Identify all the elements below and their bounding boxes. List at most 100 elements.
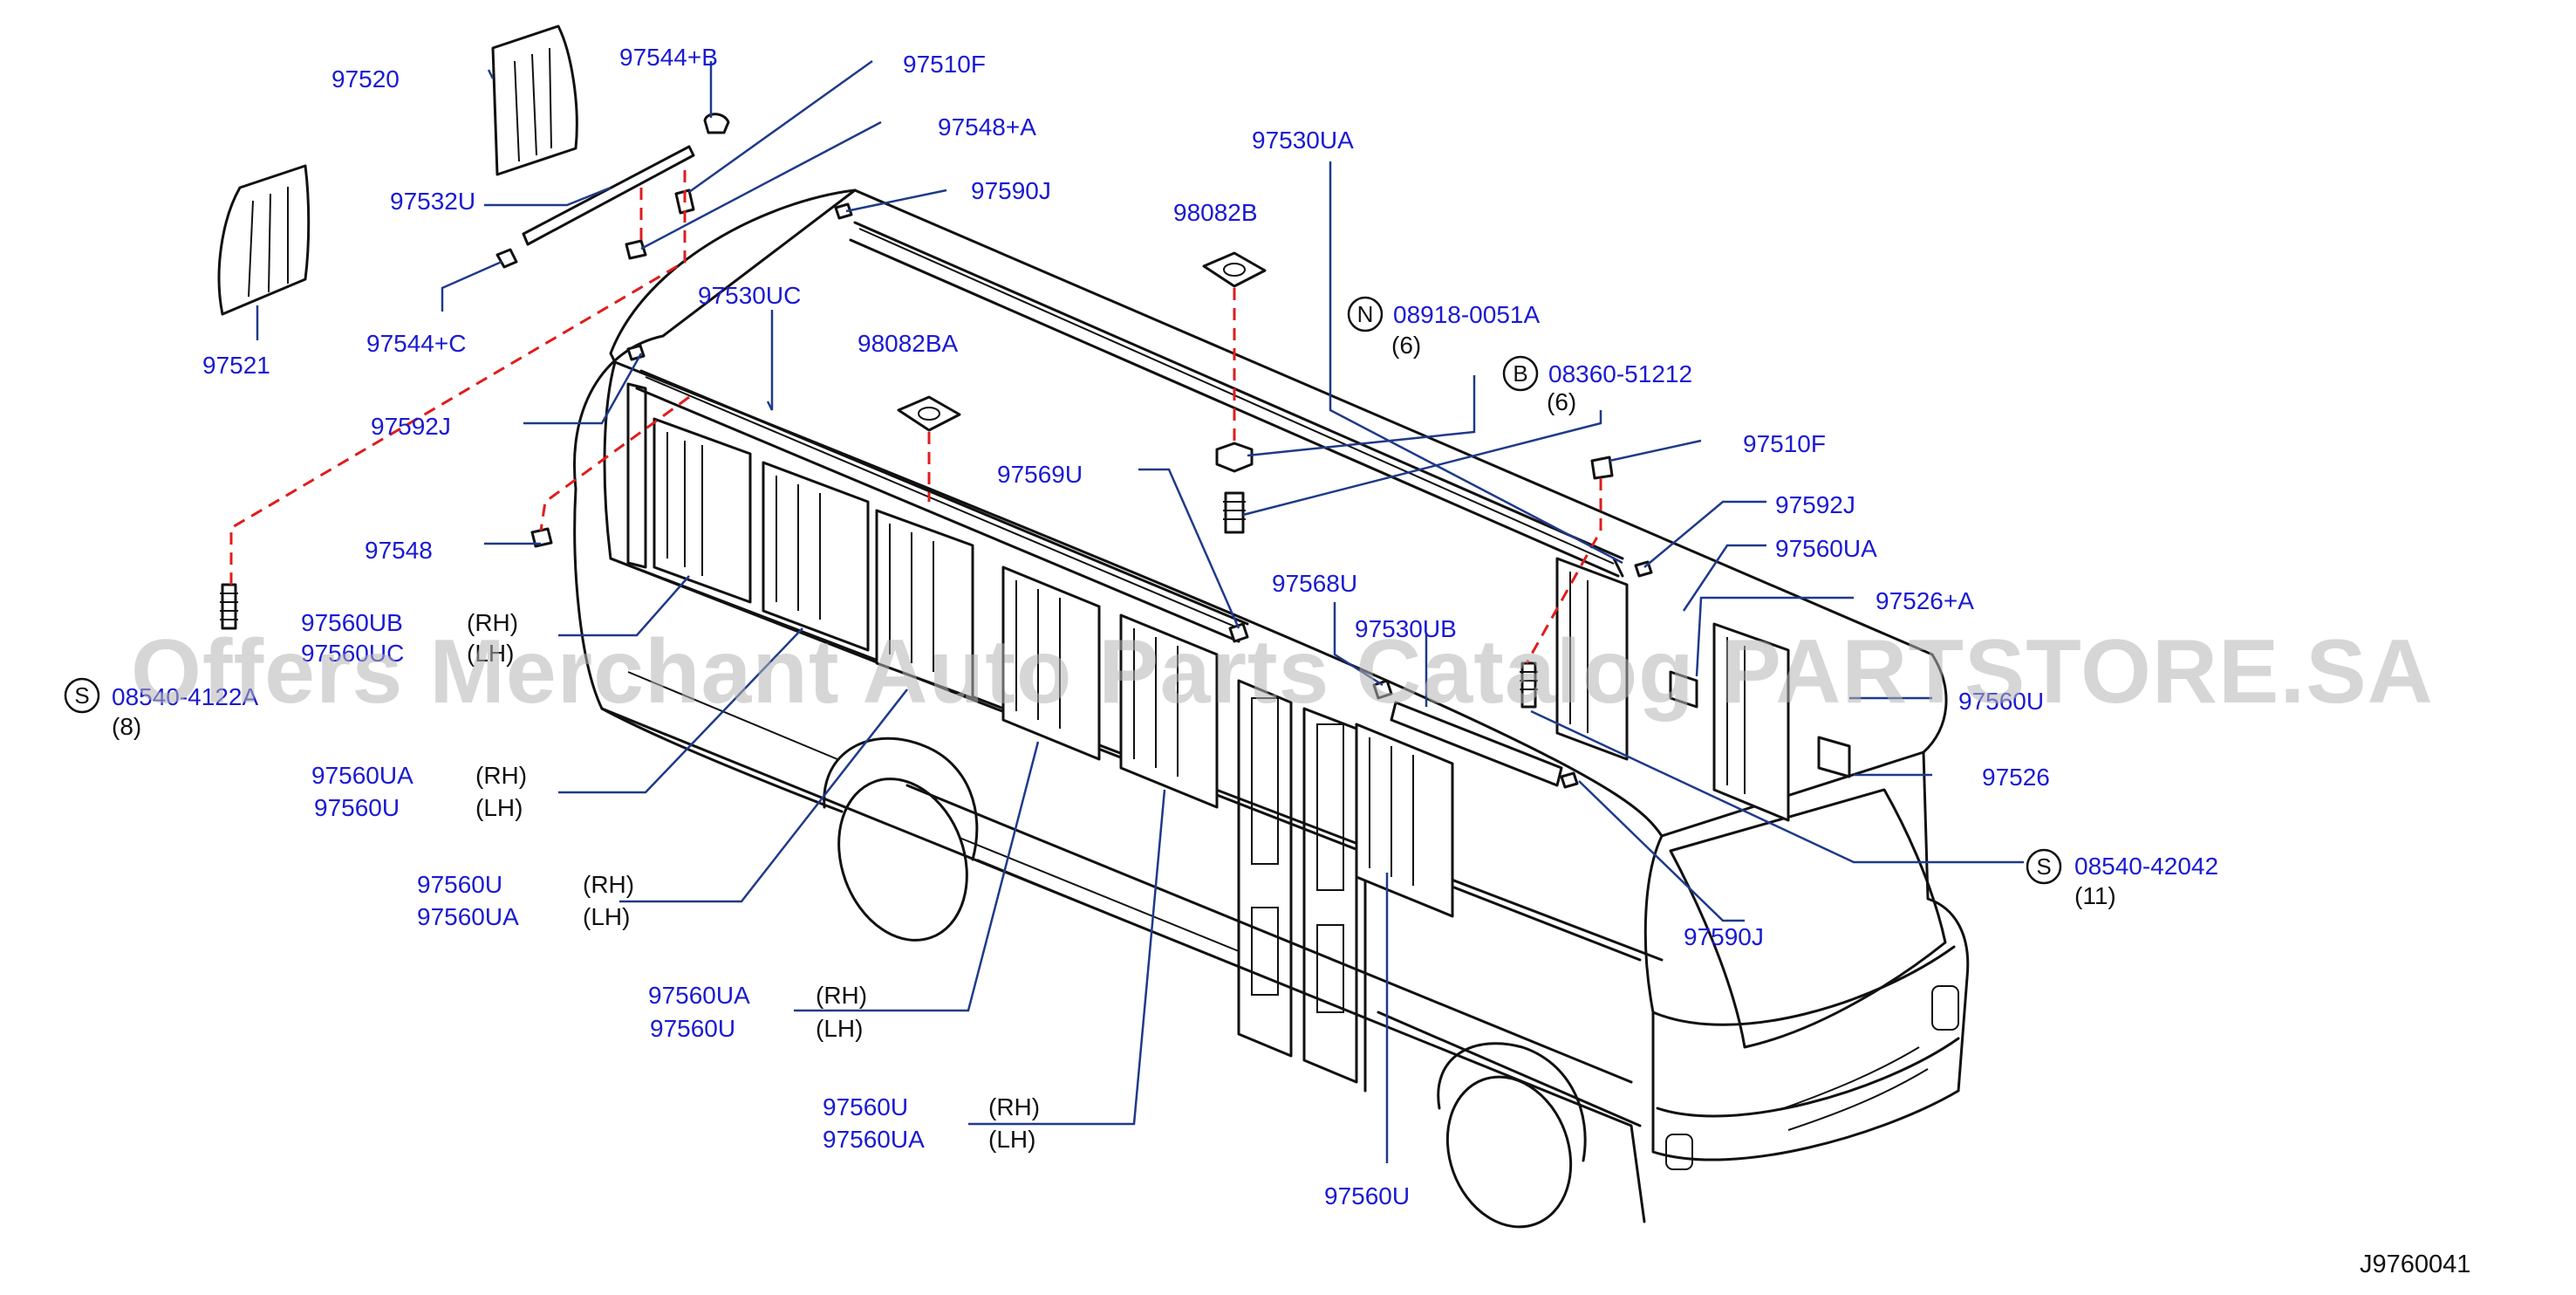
label-97544c: 97544+C	[366, 330, 466, 357]
label-97521: 97521	[202, 352, 270, 379]
label-08360: 08360-51212	[1548, 360, 1692, 387]
symbol-b-circle	[1502, 355, 1539, 392]
label-g4-a-side: (RH)	[988, 1093, 1040, 1120]
label-97548a: 97548+A	[938, 113, 1036, 140]
part-97590j-mid-cap	[1560, 771, 1579, 789]
label-97590j-top: 97590J	[971, 177, 1051, 204]
assembly-lines	[229, 170, 1602, 664]
front-wheel-arch	[1437, 1042, 1587, 1162]
part-97590j-end-cap	[834, 202, 853, 220]
symbol-n-circle	[1347, 296, 1384, 332]
label-08540-42042: 08540-42042	[2074, 853, 2218, 880]
part-97544b-clip	[703, 113, 730, 134]
part-97544c-clip	[495, 248, 518, 269]
label-97590j-mid: 97590J	[1684, 923, 1764, 950]
label-97560ua-right: 97560UA	[1775, 535, 1877, 562]
part-97568u-plug	[1372, 679, 1393, 700]
symbol-s-circle-left	[64, 677, 100, 714]
part-97521-panel	[217, 164, 311, 316]
label-97532u: 97532U	[390, 188, 475, 215]
part-08918-nut	[1215, 442, 1254, 473]
label-97560u-right: 97560U	[1958, 688, 2044, 715]
side-windows	[653, 417, 1790, 918]
label-97560ub-side: (RH)	[467, 609, 518, 636]
watermark: Offers Merchant Auto Parts Catalog PARTS…	[131, 621, 2434, 723]
label-g4-a: 97560U	[823, 1093, 908, 1120]
part-98082ba-grommet	[897, 395, 961, 432]
label-g3-a-side: (RH)	[816, 982, 867, 1009]
part-screw-right	[1520, 661, 1537, 709]
loose-parts	[217, 24, 1851, 789]
label-97520: 97520	[331, 65, 400, 92]
bus-rear-cap	[573, 188, 857, 490]
label-97526a: 97526+A	[1876, 587, 1974, 614]
label-08918: 08918-0051A	[1393, 301, 1540, 328]
symbol-s-left: S	[74, 682, 89, 709]
bus-front	[1643, 750, 1970, 1161]
label-g2-b-side: (LH)	[583, 903, 630, 930]
part-97532u-strip	[522, 145, 695, 246]
diagram-code: J9760041	[2360, 1250, 2470, 1278]
part-97548-clip	[530, 527, 553, 548]
roof-rail-left	[635, 369, 1249, 643]
label-97569u: 97569U	[997, 461, 1083, 488]
part-97526-bracket	[1817, 736, 1851, 778]
label-g3-a: 97560UA	[648, 982, 750, 1009]
rear-wheel	[837, 778, 968, 942]
label-97526: 97526	[1982, 764, 2050, 791]
label-g2-b: 97560UA	[417, 903, 519, 930]
front-wheel	[1445, 1075, 1573, 1229]
label-97510f-right: 97510F	[1743, 430, 1826, 457]
side-door	[1237, 679, 1293, 1058]
label-g2-a: 97560U	[417, 871, 502, 898]
label-97510f-top: 97510F	[903, 51, 986, 78]
label-97544b: 97544+B	[619, 44, 718, 71]
label-08360-qty: (6)	[1547, 388, 1576, 415]
label-g1-a: 97560UA	[311, 762, 413, 789]
part-labels: 97520 97544+B 97510F 97548+A 97532U 9754…	[112, 44, 2470, 1278]
symbol-b: B	[1513, 360, 1527, 387]
label-g1-a-side: (RH)	[475, 762, 527, 789]
label-98082b: 98082B	[1173, 199, 1258, 226]
part-08360-bolt	[1224, 491, 1245, 534]
label-g3-b-side: (LH)	[816, 1015, 863, 1042]
label-97560u-bottom: 97560U	[1324, 1182, 1410, 1209]
label-g4-b: 97560UA	[823, 1126, 925, 1153]
label-97530uc: 97530UC	[698, 282, 801, 309]
part-98082b-grommet	[1202, 251, 1267, 288]
label-g3-b: 97560U	[650, 1015, 735, 1042]
part-97510f-right-clip	[1590, 456, 1614, 480]
leader-lines	[256, 59, 2024, 1163]
symbol-s-circle-right	[2026, 848, 2062, 885]
roof-rail-right	[849, 221, 1624, 578]
symbol-n: N	[1357, 301, 1374, 327]
label-97592j-left: 97592J	[371, 413, 451, 440]
label-08540-42042-qty: (11)	[2074, 882, 2116, 909]
label-08540-4122a-qty: (8)	[112, 713, 141, 740]
label-97560uc-side: (LH)	[467, 640, 514, 667]
rear-wheel-arch	[823, 737, 979, 861]
part-97592j-end-cap	[626, 344, 646, 361]
part-97526a-bracket	[1669, 670, 1698, 709]
label-g2-a-side: (RH)	[583, 871, 634, 898]
label-g1-b-side: (LH)	[475, 794, 523, 821]
label-97530ub: 97530UB	[1355, 615, 1457, 642]
symbol-s-right: S	[2036, 853, 2051, 880]
label-08918-qty: (6)	[1391, 332, 1421, 359]
label-08540-4122a: 08540-4122A	[112, 683, 258, 710]
part-97569u-plug	[1228, 622, 1249, 643]
label-98082ba: 98082BA	[858, 330, 959, 357]
label-g4-b-side: (LH)	[988, 1126, 1035, 1153]
roof-rail-front	[1390, 701, 1563, 787]
bus-illustration	[573, 188, 1970, 1229]
label-97568u: 97568U	[1272, 570, 1357, 597]
label-97548: 97548	[365, 537, 433, 564]
label-97560ub: 97560UB	[301, 609, 403, 636]
label-97592j-right: 97592J	[1775, 491, 1855, 518]
windshield	[1669, 788, 1947, 1049]
part-97548a-clip	[625, 239, 647, 260]
label-g1-b: 97560U	[314, 794, 400, 821]
label-97530ua: 97530UA	[1252, 127, 1354, 154]
